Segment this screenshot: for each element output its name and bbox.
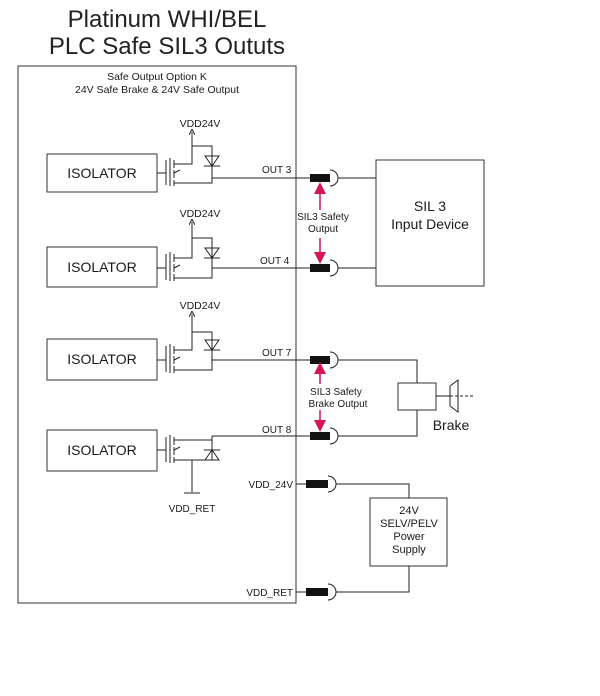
out4-label: OUT 4 [260, 256, 290, 267]
isolator-label: ISOLATOR [67, 442, 137, 458]
isolator-box [46, 246, 158, 288]
connector-out4 [310, 264, 330, 272]
power-supply-line2: SELV/PELV [380, 518, 438, 530]
power-supply-section: VDD_24V VDD_RET 24V SELV/PELV Power Supp… [246, 480, 448, 599]
input-device-line2: Input Device [391, 216, 469, 232]
isolator-label: ISOLATOR [67, 259, 137, 275]
sil3-input-device: SIL 3 Input Device [338, 159, 485, 287]
vdd24v-label: VDD24V [180, 118, 221, 130]
connectors [306, 169, 339, 601]
module-header-line1: Safe Output Option K [107, 71, 207, 83]
vdd24v-terminal-label: VDD_24V [249, 480, 294, 491]
safe-output-module [17, 65, 297, 604]
connector-out7 [310, 356, 330, 364]
isolator-box [46, 338, 158, 381]
safety-output-label-line2: Output [308, 224, 338, 235]
safety-output-label-line1: SIL3 Safety [297, 212, 349, 223]
vdd24v-label: VDD24V [180, 300, 221, 312]
power-supply-line3: Power [393, 531, 425, 543]
connector-out8 [310, 432, 330, 440]
connector-out3 [310, 174, 330, 182]
isolator-channel-out3: ISOLATOR VDD24V OUT 3 [46, 118, 310, 193]
brake-assembly: Brake [338, 359, 475, 437]
power-supply-line4: Supply [392, 544, 426, 556]
power-supply-line1: 24V [399, 505, 419, 517]
sil3-safety-brake-arrows: SIL3 Safety Brake Output [309, 362, 368, 432]
isolator-box [46, 429, 158, 472]
vddret-terminal-label: VDD_RET [246, 588, 293, 599]
power-supply-box [369, 497, 448, 567]
isolator-box [46, 153, 158, 193]
brake-output-label-line1: SIL3 Safety [310, 387, 362, 398]
out8-label: OUT 8 [262, 425, 292, 436]
out3-label: OUT 3 [262, 165, 292, 176]
input-device-box [375, 159, 485, 287]
connector-vdd24v [306, 480, 328, 488]
isolator-channel-out7: ISOLATOR VDD24V OUT 7 [46, 300, 310, 381]
connector-vddret [306, 588, 328, 596]
module-header-line2: 24V Safe Brake & 24V Safe Output [75, 84, 239, 96]
out7-label: OUT 7 [262, 348, 292, 359]
brake-output-label-line2: Brake Output [309, 399, 368, 410]
brake-label: Brake [433, 417, 470, 433]
diagram-title-line1: Platinum WHI/BEL [67, 6, 267, 33]
sil3-safety-output-arrows: SIL3 Safety Output [297, 182, 349, 264]
isolator-label: ISOLATOR [67, 165, 137, 181]
vdd-ret-label: VDD_RET [169, 504, 216, 515]
brake-coil [397, 382, 437, 411]
vdd24v-label: VDD24V [180, 208, 221, 220]
input-device-line1: SIL 3 [414, 198, 446, 214]
isolator-channel-out4: ISOLATOR VDD24V OUT 4 [46, 208, 310, 288]
isolator-label: ISOLATOR [67, 351, 137, 367]
isolator-channel-out8: ISOLATOR VDD_RET OUT 8 [46, 425, 310, 515]
diagram-title-line2: PLC Safe SIL3 Oututs [48, 33, 286, 60]
